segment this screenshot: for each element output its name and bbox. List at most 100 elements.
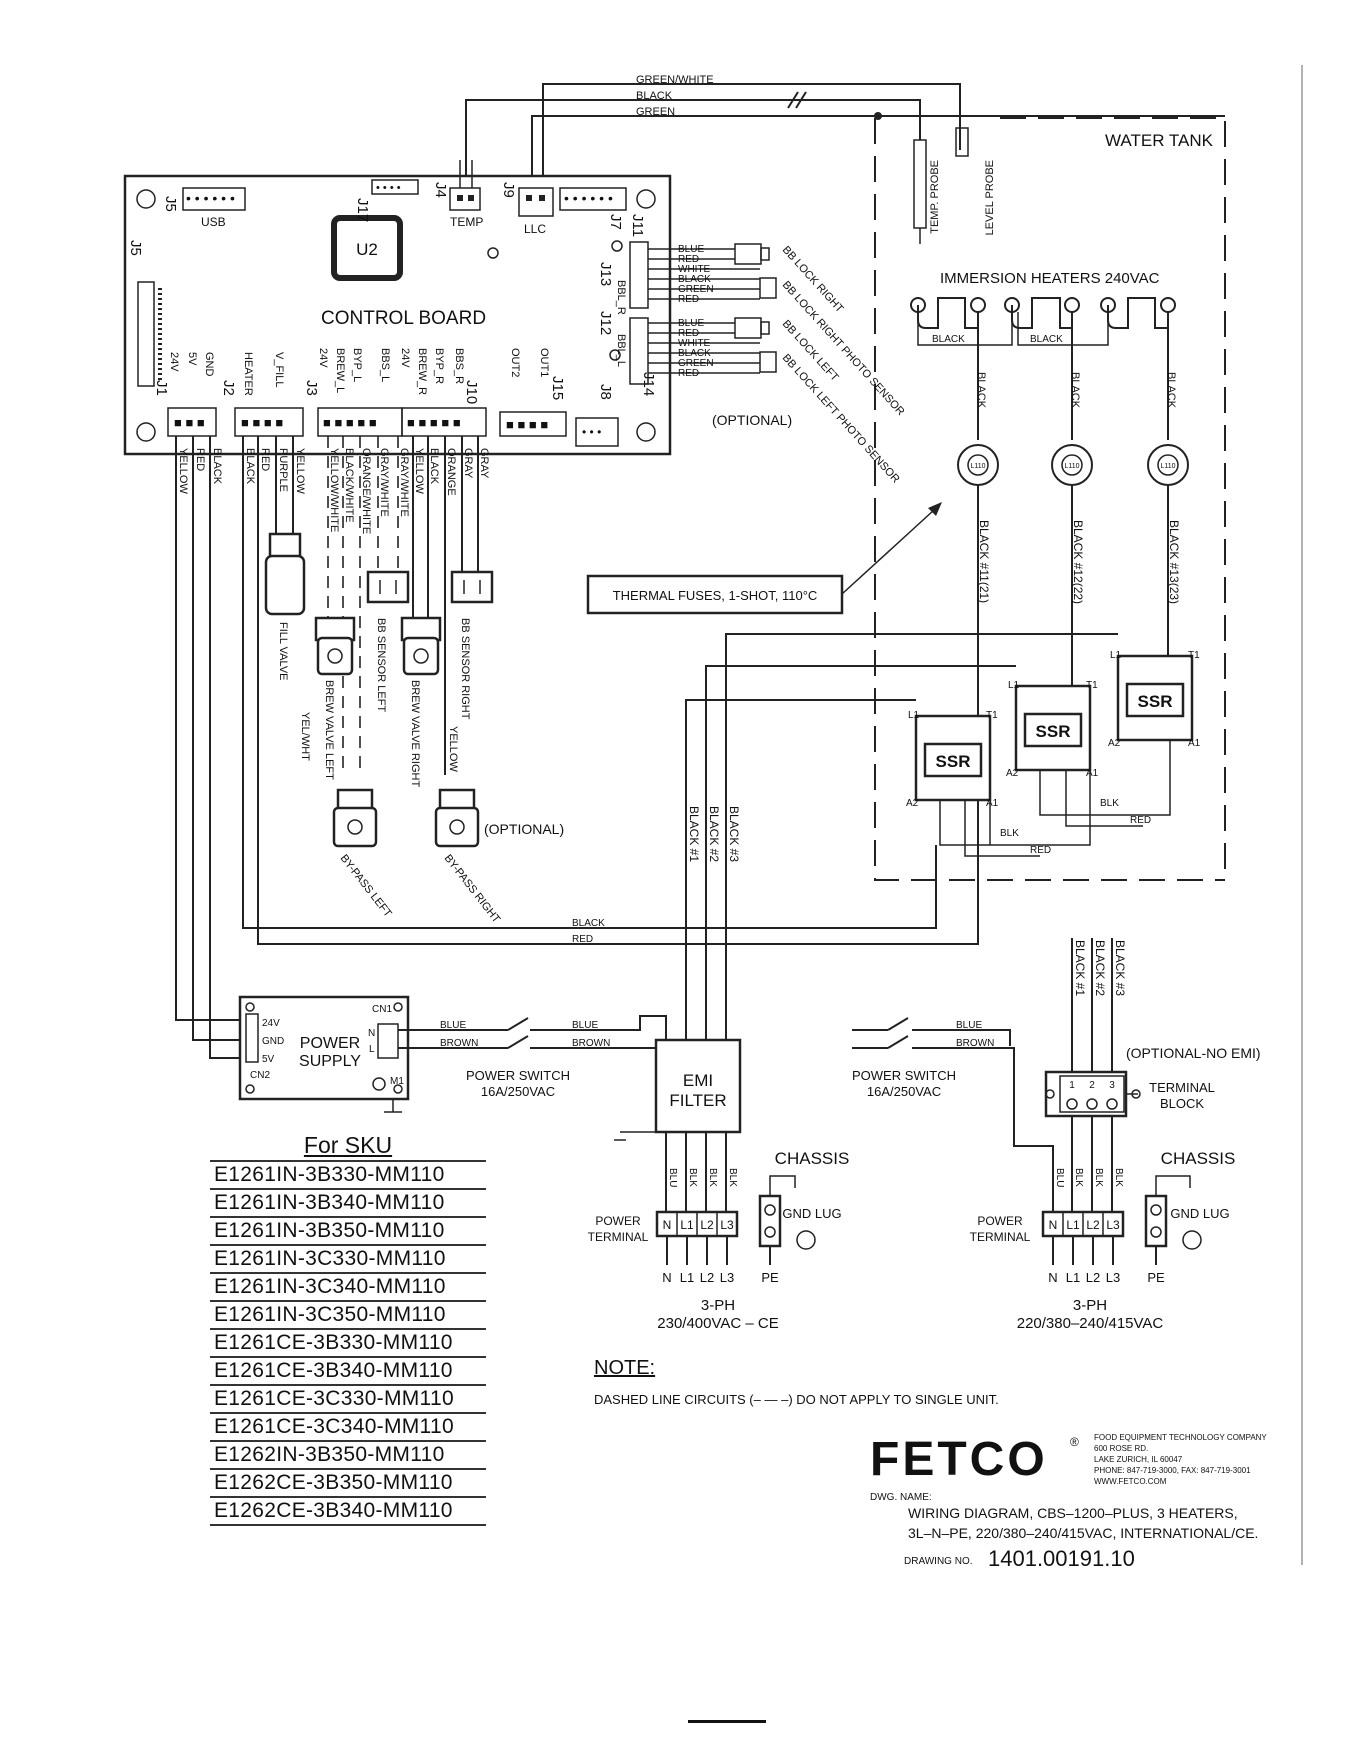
- temp-connector-label: TEMP: [450, 215, 483, 229]
- bb-lock-right-photo-label: BB LOCK RIGHT PHOTO SENSOR: [780, 279, 907, 418]
- sku-item: E1262IN-3B350-MM110: [210, 1440, 486, 1468]
- j3-pin-3: BBS_L: [379, 348, 391, 382]
- rterm-label-2: TERMINAL: [970, 1230, 1031, 1244]
- j2-pin-vfill: V_FILL: [273, 352, 285, 387]
- ssr-1-t1: T1: [986, 710, 998, 721]
- note: NOTE: DASHED LINE CIRCUITS (– — –) DO NO…: [594, 1357, 999, 1407]
- note-text: DASHED LINE CIRCUITS (– — –) DO NOT APPL…: [594, 1392, 999, 1407]
- ssr-1-a1: A1: [986, 798, 999, 809]
- j3-wire-8: GRAY: [462, 448, 474, 479]
- feed-wires: BLACK #1 BLACK #2 BLACK #3: [685, 633, 1118, 1040]
- company-line-0: FOOD EQUIPMENT TECHNOLOGY COMPANY: [1094, 1433, 1267, 1442]
- svg-text:• • • • • •: • • • • • •: [564, 190, 613, 206]
- sku-item: E1261IN-3C330-MM110: [210, 1244, 486, 1272]
- rterm-bottom-0: N: [1048, 1270, 1057, 1285]
- rb-feed-2: BLACK #2: [1093, 940, 1107, 996]
- drawing-number: 1401.00191.10: [988, 1546, 1135, 1571]
- sw-right-label: POWER SWITCH: [852, 1068, 956, 1083]
- yellow-label: YELLOW: [447, 726, 459, 772]
- j3-pin-1: BREW_L: [334, 348, 346, 393]
- emi-out-3: BLK: [727, 1168, 738, 1187]
- j12-label: J12: [597, 311, 614, 335]
- ssr-2-a1: A1: [1086, 768, 1099, 779]
- sw-left-brown-in: BROWN: [440, 1038, 478, 1049]
- heater-lead-12: BLACK #12(22): [1071, 520, 1085, 604]
- bb-lock-left-photo-label: BB LOCK LEFT PHOTO SENSOR: [780, 352, 902, 486]
- rb-out-2: BLK: [1093, 1168, 1104, 1187]
- j1-label: J1: [153, 380, 170, 396]
- bb-wire-l3: BLACK: [678, 348, 711, 359]
- ssr-relays: SSR L1 T1 A2 A1 SSR L1 T1 A2 A1 SSR L1 T…: [906, 650, 1201, 857]
- svg-text:• • •: • • •: [582, 425, 601, 439]
- ps-m1: M1: [390, 1076, 404, 1087]
- fuse-mark-1: L110: [970, 463, 985, 470]
- ps-title-2: SUPPLY: [299, 1053, 361, 1070]
- sku-item: E1261CE-3C330-MM110: [210, 1384, 486, 1412]
- lterm-voltage: 230/400VAC – CE: [657, 1315, 778, 1332]
- heater-lead-11: BLACK #11(21): [977, 520, 991, 603]
- j3-pin-6: BYP_R: [433, 348, 445, 384]
- j11-label: J11: [629, 214, 646, 237]
- lterm-cell-3: L3: [720, 1218, 734, 1232]
- rb-out-1: BLK: [1073, 1168, 1084, 1187]
- j3-pin-2: BYP_L: [351, 348, 363, 382]
- ps-cn1: CN1: [372, 1004, 392, 1015]
- ssr-red-1: RED: [1030, 845, 1051, 856]
- bottom-wire-black: BLACK: [572, 918, 605, 929]
- j2-wire-red: RED: [259, 448, 271, 471]
- yel-wht-label: YEL/WHT: [299, 712, 311, 761]
- j17-label: J17: [354, 198, 371, 222]
- bb-wire-u4: GREEN: [678, 284, 714, 295]
- company-reg: ®: [1070, 1435, 1079, 1449]
- ssr-1: SSR L1 T1 A2 A1: [906, 710, 999, 809]
- bb-wire-u1: RED: [678, 254, 699, 265]
- bb-wire-u5: RED: [678, 294, 699, 305]
- lterm-bottom-0: N: [662, 1270, 671, 1285]
- j3-label: J3: [303, 380, 320, 396]
- ssr-2-label: SSR: [1036, 722, 1071, 741]
- rterm-gnd: GND LUG: [1170, 1206, 1229, 1221]
- rb-label-2: BLOCK: [1160, 1096, 1204, 1111]
- ssr-1-l1: L1: [908, 710, 920, 721]
- ssr-1-a2: A2: [906, 798, 919, 809]
- llc-connector-label: LLC: [524, 222, 546, 236]
- bb-wire-u0: BLUE: [678, 244, 704, 255]
- j1-wire-red: RED: [194, 448, 206, 471]
- dwg-name-1: WIRING DIAGRAM, CBS–1200–PLUS, 3 HEATERS…: [908, 1505, 1238, 1521]
- rterm-cell-1: L1: [1066, 1218, 1080, 1232]
- rterm-phase: 3-PH: [1073, 1297, 1107, 1314]
- emi-out-0: BLU: [667, 1168, 678, 1187]
- immersion-heaters: IMMERSION HEATERS 240VAC BLACK BLACK BLA…: [910, 270, 1189, 716]
- dwg-name-2: 3L–N–PE, 220/380–240/415VAC, INTERNATION…: [908, 1525, 1258, 1541]
- chip-u2: U2: [356, 240, 378, 259]
- lterm-bottom-3: L3: [720, 1270, 734, 1285]
- right-power-input: BLUE BROWN POWER SWITCH 16A/250VAC BLACK…: [852, 938, 1261, 1332]
- svg-text:• • • • • •: • • • • • •: [186, 190, 235, 206]
- bb-sensor-right: BB SENSOR RIGHT: [459, 618, 471, 720]
- bb-wire-l5: RED: [678, 368, 699, 379]
- water-tank-title: WATER TANK: [1105, 131, 1214, 150]
- sku-item: E1261CE-3C340-MM110: [210, 1412, 486, 1440]
- drawing-label: DRAWING NO.: [904, 1556, 973, 1567]
- svg-text:■ ■ ■ ■ ■: ■ ■ ■ ■ ■: [323, 415, 377, 430]
- brew-valve-left: BREW VALVE LEFT: [323, 680, 335, 780]
- ssr-2: SSR L1 T1 A2 A1: [1006, 680, 1099, 779]
- bottom-wire-red: RED: [572, 934, 593, 945]
- bbl-l-label: BBL_L: [615, 334, 627, 367]
- rb-label-1: TERMINAL: [1149, 1080, 1215, 1095]
- bb-wire-u2: WHITE: [678, 264, 711, 275]
- j13-label: J13: [597, 262, 614, 286]
- note-title: NOTE:: [594, 1357, 655, 1379]
- sw-left-blue-out: BLUE: [572, 1020, 598, 1031]
- lterm-gnd: GND LUG: [782, 1206, 841, 1221]
- ssr-3-label: SSR: [1138, 692, 1173, 711]
- sku-item: E1261IN-3C350-MM110: [210, 1300, 486, 1328]
- feed-wire-1: BLACK #1: [687, 806, 701, 862]
- brew-valve-right: BREW VALVE RIGHT: [409, 680, 421, 787]
- heater-lead-1: BLACK: [975, 372, 987, 409]
- dwg-label: DWG. NAME:: [870, 1492, 932, 1503]
- sw-right-rating: 16A/250VAC: [867, 1084, 941, 1099]
- j1-pin-24v: 24V: [168, 352, 180, 372]
- lterm-chassis: CHASSIS: [775, 1149, 850, 1168]
